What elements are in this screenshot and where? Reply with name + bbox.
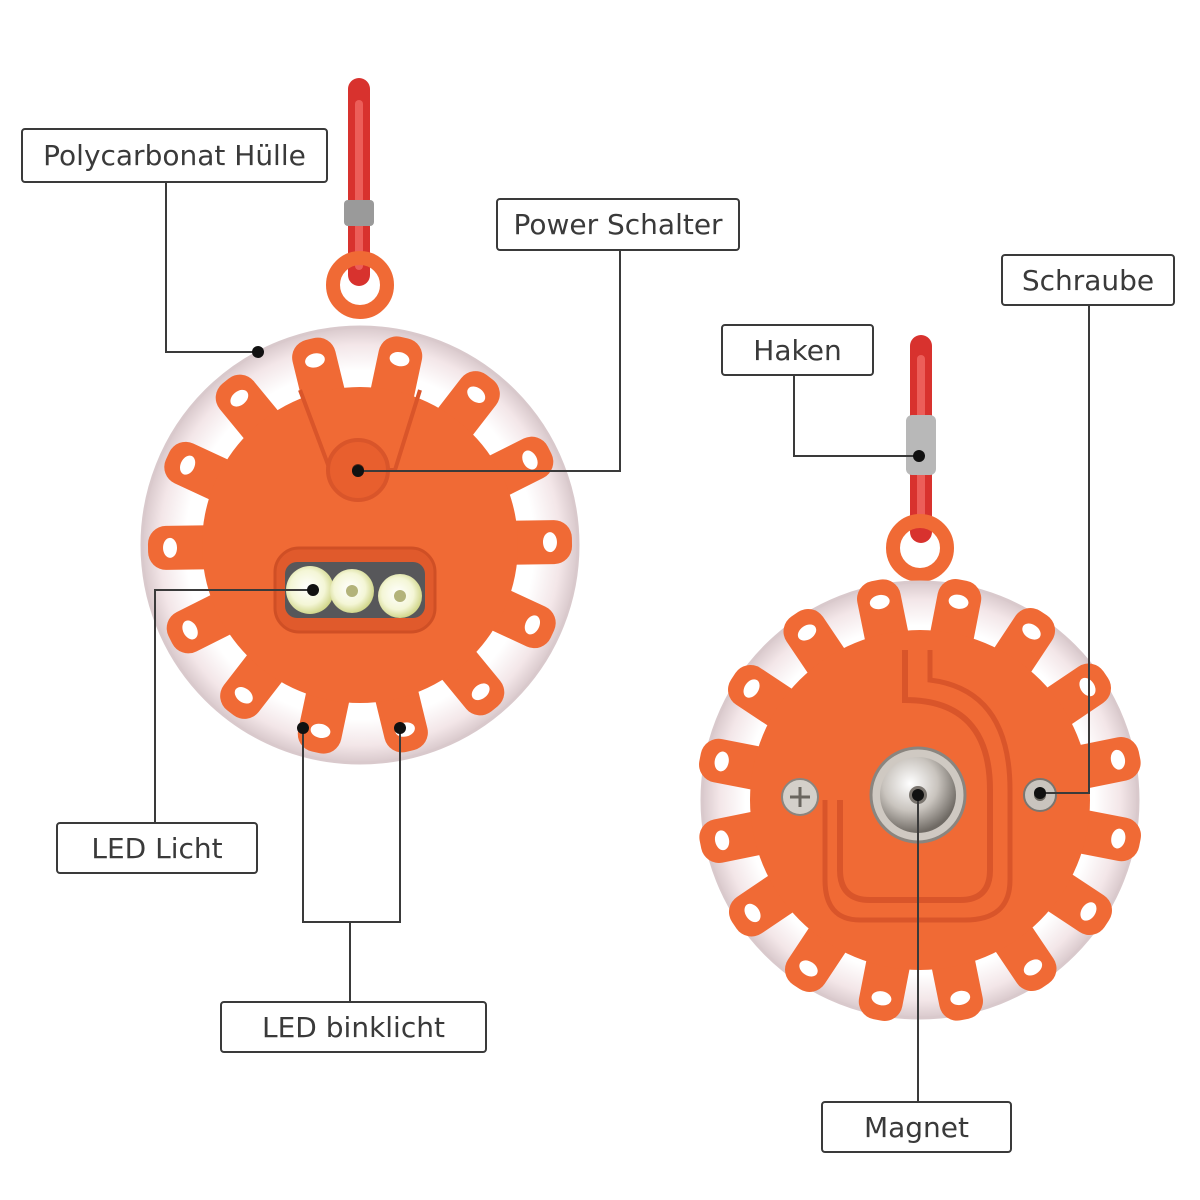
screw-left — [781, 778, 819, 816]
label-led-flash: LED binklicht — [220, 1001, 487, 1053]
label-hook: Haken — [721, 324, 874, 376]
label-screw: Schraube — [1001, 254, 1175, 306]
front-body — [202, 387, 518, 703]
front-carabiner — [326, 78, 394, 319]
label-led-light: LED Licht — [56, 822, 258, 874]
back-device — [699, 335, 1141, 1021]
back-carabiner — [886, 335, 954, 582]
label-housing: Polycarbonat Hülle — [21, 128, 328, 183]
led-strip — [273, 546, 437, 634]
leader-dots — [252, 346, 1046, 801]
label-magnet: Magnet — [821, 1101, 1012, 1153]
leader-lines — [154, 183, 1090, 1101]
label-power-switch: Power Schalter — [496, 198, 740, 251]
front-device — [140, 78, 580, 765]
